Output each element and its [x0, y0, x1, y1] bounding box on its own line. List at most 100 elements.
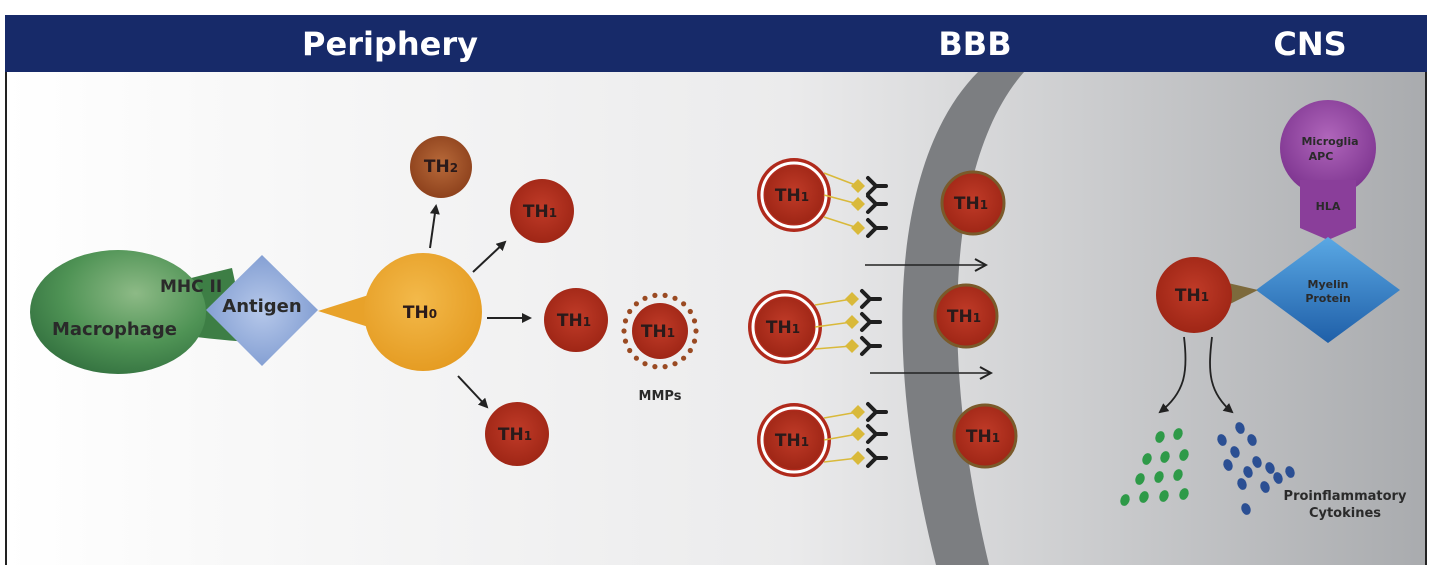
th1-label-mmps: TH1 [641, 322, 675, 342]
cytokine-dot-blue [1241, 503, 1251, 515]
cytokine-dot-green [1154, 471, 1164, 483]
cytokines-label-line1: Proinflammatory [1284, 489, 1407, 504]
cytokine-arrow-right [1209, 336, 1234, 414]
blood-brain-barrier [902, 72, 1024, 565]
th1-cell-upper [510, 179, 574, 243]
arrow-to-th1-upper [472, 240, 507, 273]
th1-cell-cns-bottom [952, 403, 1018, 469]
integrin-line [814, 298, 853, 306]
mmp-dot [642, 295, 648, 301]
th1-label-cns-active: TH1 [1175, 286, 1209, 306]
th1-ring-inner-top [765, 166, 823, 224]
macrophage-cell [30, 250, 206, 374]
th1-cell-mmps [632, 303, 688, 359]
macrophage-label: Macrophage [52, 319, 177, 340]
mmp-dot [691, 318, 698, 324]
th1-cell-middle [544, 288, 608, 352]
header-periphery: Periphery [302, 25, 478, 63]
th1-label-bbb-middle: TH1 [766, 318, 800, 338]
cytokine-dot-green [1135, 473, 1145, 485]
cytokines-blue-group [1217, 422, 1295, 515]
th1-adhesion-group-bottom: TH1 [757, 403, 831, 477]
header-cns: CNS [1273, 25, 1346, 63]
mmp-dot [691, 338, 698, 344]
myelin-protein-diamond [1256, 237, 1400, 343]
cytokine-dot-blue [1237, 478, 1247, 490]
cytokine-dot-green [1142, 453, 1152, 465]
th1-cell-cns-middle [933, 283, 999, 349]
mhc-ii-label: MHC II [160, 277, 222, 297]
mmp-dot [672, 295, 678, 301]
mmp-dot [681, 355, 687, 361]
integrin-diamond [851, 405, 865, 419]
cytokine-dot-green [1139, 491, 1149, 503]
th1-cell-lower [485, 402, 549, 466]
protein-label: Protein [1305, 292, 1350, 305]
th1-cns-receptor [1228, 283, 1258, 305]
cytokine-dot-blue [1217, 434, 1227, 446]
mmp-dot [681, 301, 687, 307]
cytokine-dot-blue [1243, 466, 1253, 478]
integrin-line [814, 321, 853, 328]
y-receptor [866, 194, 888, 214]
th1-label-middle: TH1 [557, 311, 591, 331]
cytokine-dot-blue [1265, 462, 1275, 474]
th1-label-cns-middle: TH1 [947, 307, 981, 327]
cytokine-arrow-left [1158, 336, 1187, 414]
th1-label-bbb-top: TH1 [775, 186, 809, 206]
cytokine-dot-blue [1285, 466, 1295, 478]
th1-label-cns-top: TH1 [954, 194, 988, 214]
th1-adhesion-group-middle: TH1 [748, 290, 822, 364]
y-receptor [866, 424, 888, 444]
th2-label: TH2 [424, 157, 458, 177]
th1-ring-inner-middle [756, 298, 814, 356]
cytokine-dot-green [1173, 469, 1183, 481]
integrin-line [823, 172, 859, 187]
integrin-receptor-layer [814, 172, 888, 468]
mmp-dot [693, 328, 699, 334]
y-receptor [860, 312, 882, 332]
mmp-dot [633, 355, 640, 361]
mmp-dot-ring [621, 292, 699, 370]
hla-stalk [1300, 180, 1356, 240]
mmp-dot [633, 301, 640, 307]
y-receptor [860, 336, 882, 356]
mmp-dot [642, 361, 648, 367]
mmps-label: MMPs [639, 389, 682, 404]
th1-ring-inner-bottom [765, 411, 823, 469]
arrow-to-th2 [429, 204, 440, 249]
integrin-diamond [851, 197, 865, 211]
th0-receptor [318, 293, 378, 330]
y-receptor [866, 176, 888, 196]
arrow-to-th1-lower [457, 375, 489, 409]
cytokines-green-group [1120, 428, 1189, 506]
y-receptor [866, 218, 888, 238]
header-bar [5, 15, 1427, 72]
y-receptor [866, 448, 888, 468]
cytokine-dot-green [1120, 494, 1130, 506]
integrin-diamond [851, 179, 865, 193]
cytokine-dot-blue [1247, 434, 1257, 446]
integrin-diamond [851, 451, 865, 465]
th1-adhesion-group-top: TH1 [757, 158, 831, 232]
cytokine-dot-green [1159, 490, 1169, 502]
antigen-diamond [206, 255, 318, 366]
th1-label-lower: TH1 [498, 425, 532, 445]
cytokine-dot-green [1173, 428, 1183, 440]
mmp-dot [652, 292, 658, 298]
mmp-dot [662, 292, 668, 298]
cytokines-label-line2: Cytokines [1309, 506, 1381, 521]
mmp-dot [687, 308, 693, 315]
th1-label-upper: TH1 [523, 202, 557, 222]
cytokine-dot-green [1160, 451, 1170, 463]
microglia-label: Microglia [1301, 135, 1358, 148]
mmp-dot [687, 347, 693, 354]
integrin-line [823, 194, 859, 205]
cytokine-dot-green [1179, 449, 1189, 461]
cytokine-dot-green [1179, 488, 1189, 500]
th1-label-bbb-bottom: TH1 [775, 431, 809, 451]
th2-cell [410, 136, 472, 198]
cytokine-dot-blue [1260, 481, 1270, 493]
integrin-line [823, 216, 859, 229]
